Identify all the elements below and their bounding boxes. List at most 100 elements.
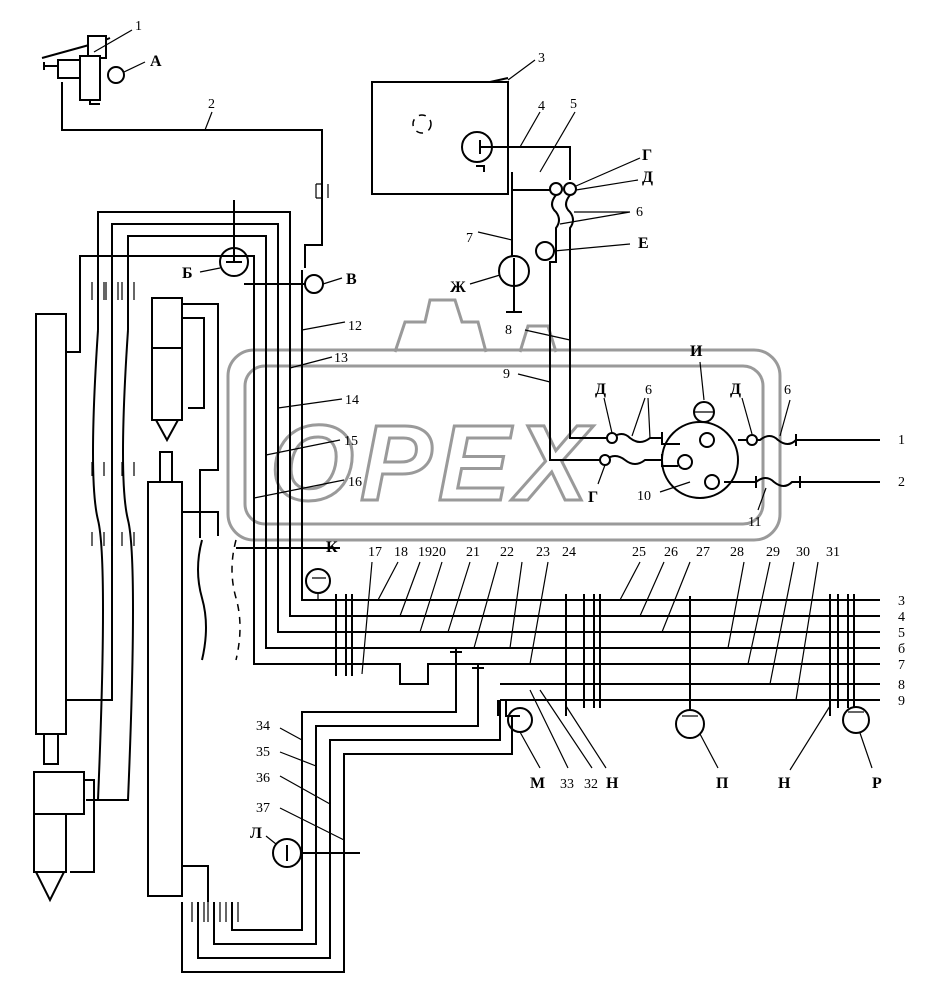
- pump-port-1: [699, 432, 715, 448]
- valve-b-stem: [226, 200, 242, 263]
- label-2: 2: [208, 97, 215, 112]
- pipe-16: [79, 255, 340, 665]
- leader-3: [507, 59, 536, 81]
- couplings-lower: [191, 902, 239, 922]
- leaders-34-37: [279, 727, 345, 841]
- leader-h2: [789, 705, 831, 771]
- cylinder-mid-block: [151, 297, 183, 349]
- gauge-p: [675, 709, 705, 739]
- leader-i: [699, 361, 705, 401]
- leader-13: [289, 356, 333, 369]
- label-27: 27: [696, 545, 710, 560]
- pipe-13: [97, 211, 340, 617]
- label-l: Л: [250, 825, 262, 842]
- coupling-2: [315, 183, 329, 199]
- leader-10: [659, 481, 691, 493]
- label-36: 36: [256, 771, 270, 786]
- label-10: 10: [637, 489, 651, 504]
- label-21: 21: [466, 545, 480, 560]
- terminal-8: 8: [898, 678, 905, 693]
- hose-6b-top: [611, 432, 680, 445]
- gauge-a: [107, 66, 125, 84]
- manifold-block-right: [837, 594, 855, 708]
- label-24: 24: [562, 545, 576, 560]
- terminal-6: б: [898, 642, 905, 657]
- leader-g2: [597, 464, 606, 485]
- label-d2: Д: [595, 381, 606, 398]
- label-m: М: [530, 775, 545, 792]
- label-4: 4: [538, 99, 545, 114]
- pipe-5: [511, 172, 555, 191]
- leader-g1: [575, 157, 641, 187]
- leader-r: [859, 732, 873, 769]
- label-zh: Ж: [450, 279, 466, 296]
- label-r: Р: [872, 775, 882, 792]
- label-9: 9: [503, 367, 510, 382]
- watermark-gear-top: [393, 298, 488, 353]
- label-d3: Д: [730, 381, 741, 398]
- terminal-9: 9: [898, 694, 905, 709]
- label-25: 25: [632, 545, 646, 560]
- label-h2: Н: [778, 775, 791, 792]
- pipe-34: [231, 664, 457, 931]
- terminal-2: 2: [898, 475, 905, 490]
- valve-port-bottom: [89, 100, 100, 105]
- tank-filler: [412, 114, 432, 134]
- leaders-m-33-32: [519, 689, 593, 769]
- watermark-text: OPEX: [270, 402, 594, 523]
- cylinder-lower-tip: [34, 871, 66, 903]
- label-18: 18: [394, 545, 408, 560]
- leader-4: [519, 111, 541, 148]
- leader-14: [277, 398, 343, 409]
- cyl-lower-ports: [70, 779, 95, 873]
- label-26: 26: [664, 545, 678, 560]
- filter-zh-drain: [506, 258, 522, 313]
- cyl-left-port-bottom: [66, 330, 113, 701]
- pipe-35: [213, 680, 479, 945]
- label-d1: Д: [642, 169, 653, 186]
- label-p: П: [716, 775, 729, 792]
- label-22: 22: [500, 545, 514, 560]
- leaders-17-31: [361, 561, 819, 701]
- leader-d1: [575, 179, 639, 191]
- cylinder-lower-body: [33, 813, 67, 873]
- pump-10: [659, 401, 739, 499]
- cylinder-tall-rod: [159, 451, 173, 483]
- terminal-4: 4: [898, 610, 905, 625]
- label-30: 30: [796, 545, 810, 560]
- coupling-set-1: [91, 282, 135, 300]
- fitting-g-top: [549, 182, 563, 196]
- leader-9: [517, 373, 551, 383]
- gauge-k: [305, 568, 331, 594]
- leader-b: [199, 267, 221, 273]
- label-23: 23: [536, 545, 550, 560]
- leader-15: [265, 439, 341, 456]
- hose-mid-1: [197, 539, 207, 661]
- couplings-left-top: [91, 282, 135, 300]
- pipe-8: [569, 240, 612, 439]
- watermark-inner-frame: [243, 364, 765, 526]
- label-6c: 6: [784, 383, 791, 398]
- pipe-12: [301, 270, 340, 601]
- leader-zh: [469, 274, 501, 285]
- pipe-37: [181, 716, 513, 973]
- leader-6b: [631, 397, 651, 439]
- cyl-tall-ports: [182, 511, 219, 902]
- valve-body: [79, 55, 101, 101]
- label-17: 17: [368, 545, 382, 560]
- label-28: 28: [730, 545, 744, 560]
- pipe-15: [127, 235, 340, 649]
- cylinder-mid-body: [151, 347, 183, 421]
- watermark: OPEX: [226, 298, 782, 542]
- label-7: 7: [466, 231, 473, 246]
- leader-7: [477, 231, 513, 241]
- leader-v: [322, 277, 343, 285]
- hose-6-right: [565, 194, 574, 240]
- tank-breather: [489, 77, 509, 83]
- leader-d2: [603, 397, 613, 434]
- pump-body: [661, 421, 739, 499]
- manifold-block-mid: [583, 594, 601, 708]
- leader-d3: [741, 397, 753, 435]
- leader-1: [93, 29, 133, 53]
